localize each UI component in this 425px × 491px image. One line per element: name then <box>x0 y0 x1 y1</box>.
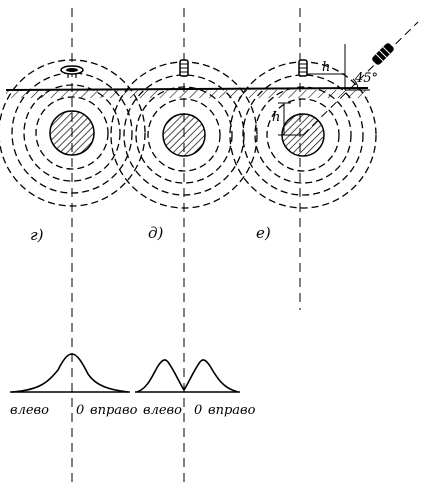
sensor-d <box>179 59 189 77</box>
depth-construction <box>278 21 419 136</box>
panel-label-e: е) <box>256 224 271 242</box>
diagonal-dashed-line <box>302 21 419 136</box>
axis-label-zero-2: 0 <box>194 403 202 418</box>
field-ring <box>35 96 109 170</box>
center-lines <box>71 8 301 486</box>
field-lines <box>0 59 377 209</box>
signal-curve-single-peak <box>11 353 129 393</box>
signal-curves <box>10 353 240 393</box>
field-ring <box>135 86 233 184</box>
field-ring <box>123 74 245 196</box>
annotation-h-top: h <box>322 60 330 75</box>
field-ring <box>11 72 133 194</box>
annotation-h-depth: h <box>272 110 280 125</box>
ground-surface <box>5 87 369 98</box>
pipe-section-g <box>49 110 95 156</box>
pipe-section-d <box>162 113 206 157</box>
signal-curve-double-peak <box>136 359 239 393</box>
axis-label-right-2: вправо <box>208 403 256 418</box>
axis-label-right-1: вправо <box>90 403 138 418</box>
soil-hatch <box>6 90 368 98</box>
field-ring <box>242 74 364 196</box>
sensor-e <box>298 59 308 77</box>
pipes <box>49 110 325 157</box>
annotation-angle: 45° <box>354 71 378 86</box>
ground-line <box>5 87 369 91</box>
field-ring <box>147 98 221 172</box>
panel-label-d: д) <box>148 224 164 242</box>
angle-arc <box>352 78 359 91</box>
field-rings-g <box>0 59 146 207</box>
field-ring <box>266 98 340 172</box>
axis-label-left-2: влево <box>143 403 182 418</box>
field-ring <box>254 86 352 184</box>
field-ring <box>0 59 146 207</box>
field-ring <box>23 84 121 182</box>
panel-label-g: г) <box>30 226 44 244</box>
axis-label-zero-1: 0 <box>76 403 84 418</box>
sensor-g <box>60 65 84 78</box>
axis-label-left-1: влево <box>10 403 49 418</box>
sensor-coil-core <box>66 68 78 72</box>
sensor-tilted <box>372 43 394 65</box>
